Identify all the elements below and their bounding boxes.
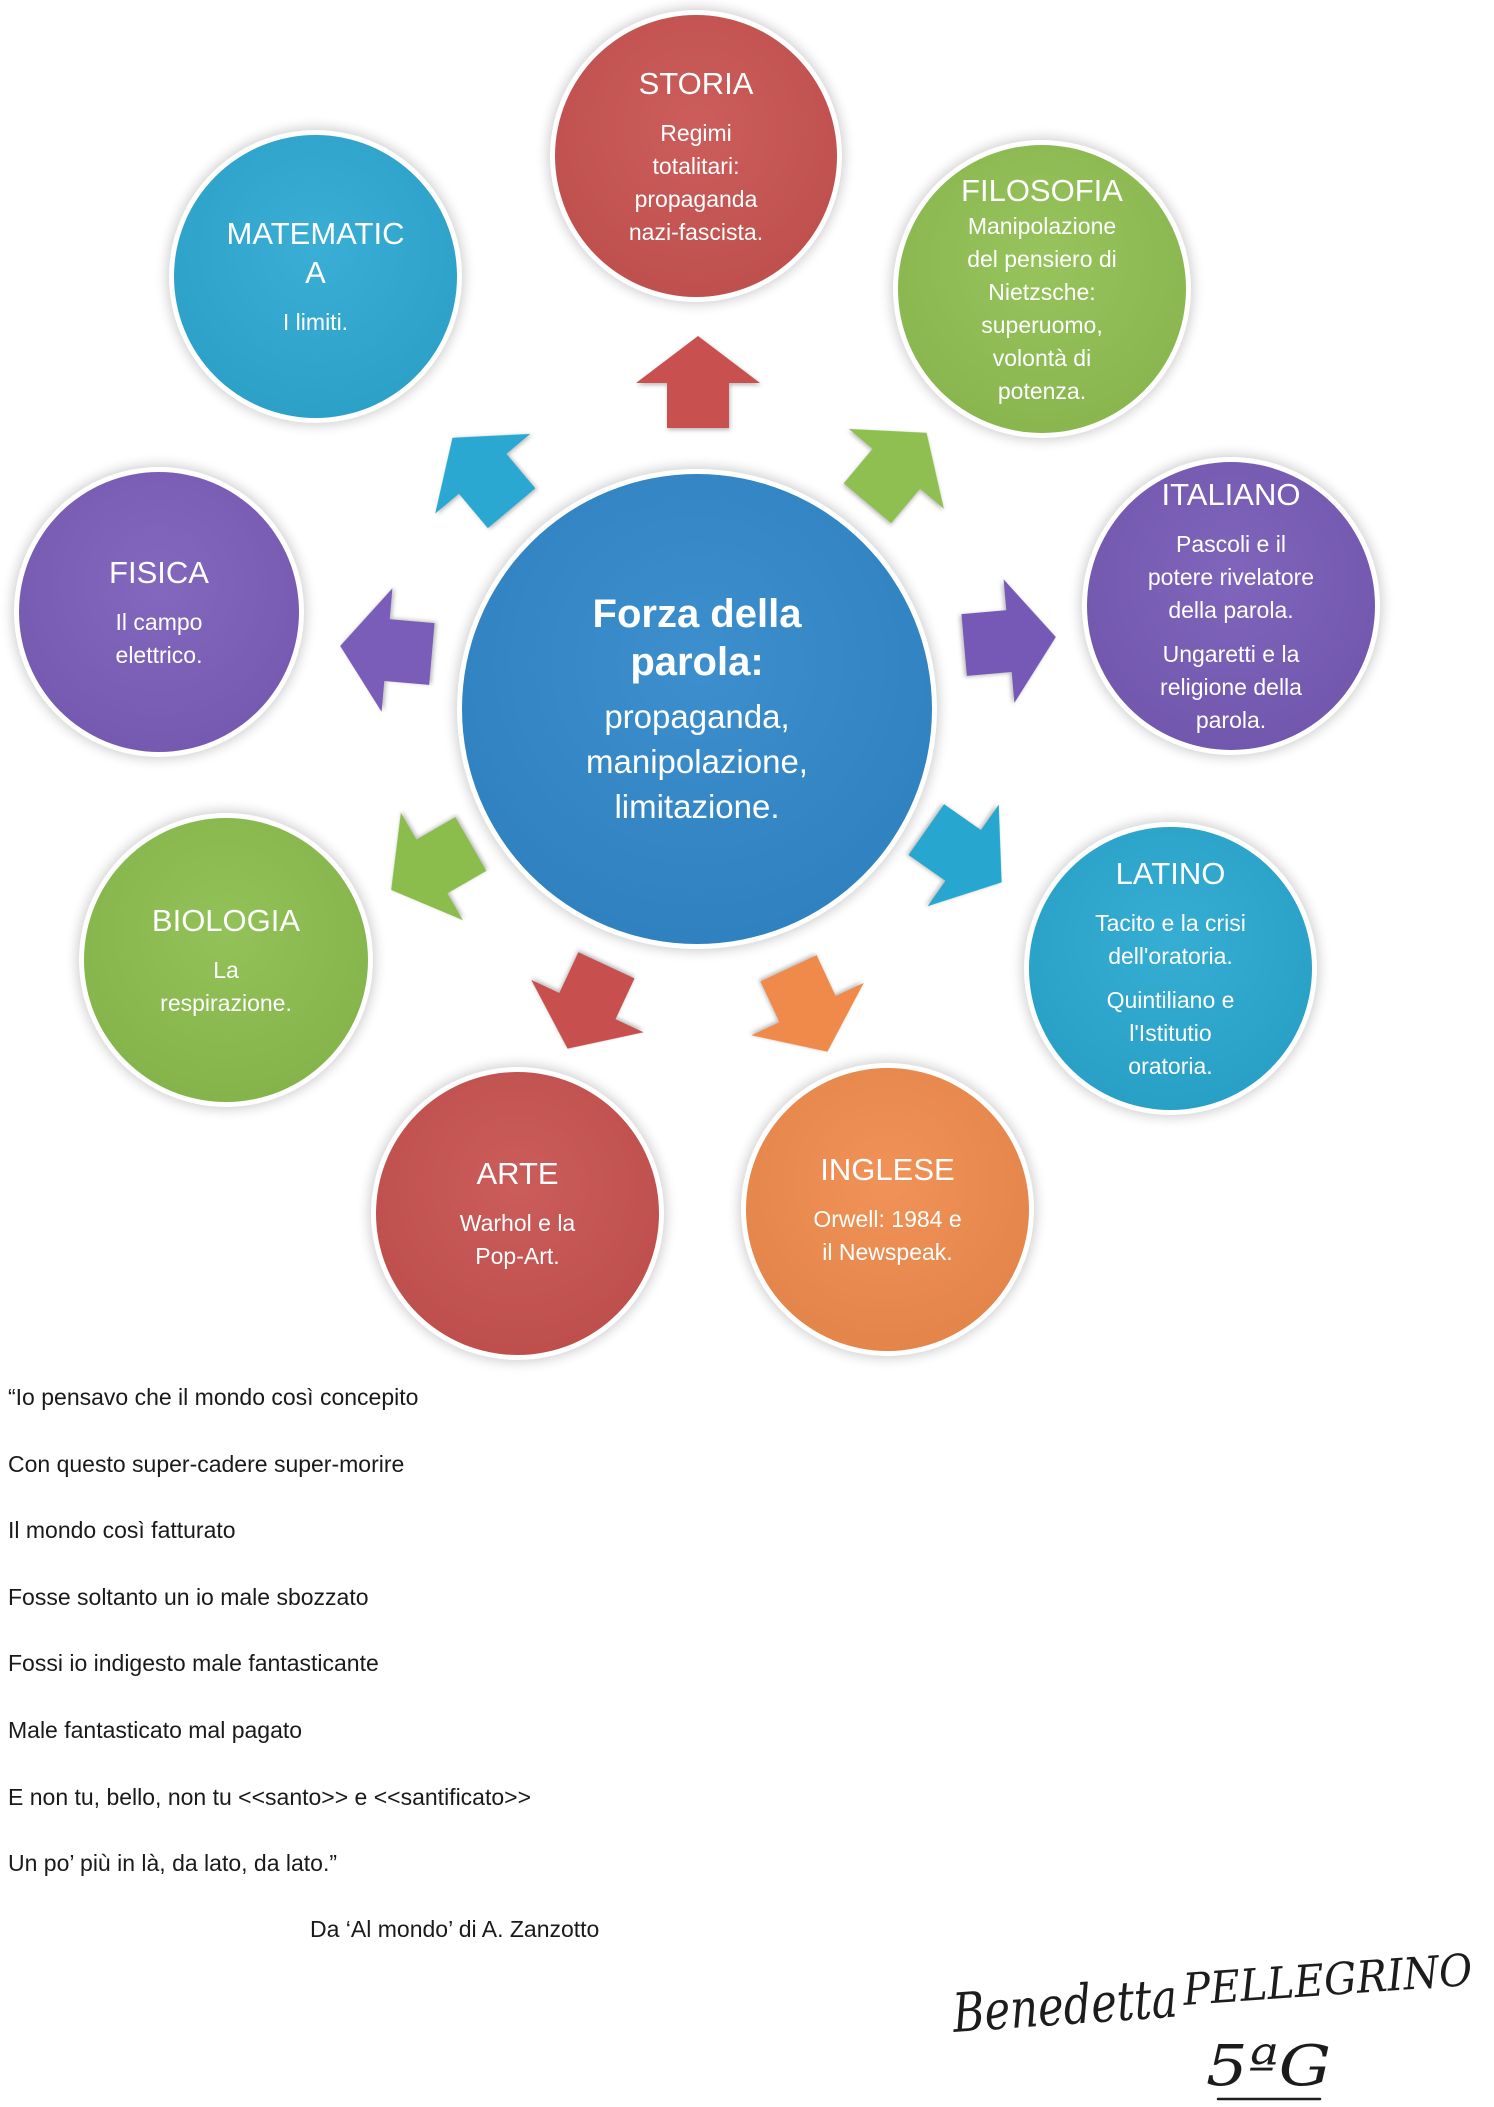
node-biologia-title: BIOLOGIA xyxy=(151,902,301,938)
node-latino-title: LATINO xyxy=(1115,856,1226,891)
central-concept-body: propaganda, manipolazione, limitazione. xyxy=(586,697,808,825)
node-latino-body-2: Quintiliano e l'Istitutio oratoria. xyxy=(1106,987,1235,1079)
arrow-to-storia xyxy=(636,336,760,428)
poem-line: Il mondo così fatturato xyxy=(8,1517,236,1544)
arrow-to-fisica xyxy=(340,588,435,712)
poem-line: Un po’ più in là, da lato, da lato.” xyxy=(8,1850,338,1877)
signature-first-name: Benedetta xyxy=(950,1966,1180,2045)
node-arte: ARTE Warhol e la Pop-Art. xyxy=(376,1072,659,1355)
arrow-to-inglese xyxy=(751,955,864,1052)
arrows-layer xyxy=(340,336,1056,1052)
node-italiano: ITALIANO Pascoli e il potere rivelatore … xyxy=(1087,462,1375,750)
node-matematica-title: MATEMATIC A xyxy=(226,216,405,290)
poem-line: E non tu, bello, non tu <<santo>> e <<sa… xyxy=(8,1783,532,1810)
node-inglese: INGLESE Orwell: 1984 e il Newspeak. xyxy=(746,1068,1029,1351)
node-italiano-body-2: Ungaretti e la religione della parola. xyxy=(1160,641,1302,733)
node-storia-title: STORIA xyxy=(638,65,754,101)
node-italiano-title: ITALIANO xyxy=(1161,477,1301,512)
poem-line: Male fantasticato mal pagato xyxy=(8,1716,303,1743)
node-fisica-title: FISICA xyxy=(109,554,209,590)
poem-line: Fossi io indigesto male fantasticante xyxy=(8,1650,379,1677)
arrow-to-arte xyxy=(531,952,644,1049)
central-concept-title: Forza della parola: xyxy=(592,591,802,684)
poem-line: Con questo super-cadere super-morire xyxy=(8,1450,405,1477)
node-latino-body: Tacito e la crisi dell'oratoria. xyxy=(1095,910,1246,969)
arrow-to-filosofia xyxy=(843,428,944,524)
poem-line: “Io pensavo che il mondo così concepito xyxy=(8,1384,419,1410)
node-inglese-body: Orwell: 1984 e il Newspeak. xyxy=(813,1206,962,1265)
poem-attribution: Da ‘Al mondo’ di A. Zanzotto xyxy=(310,1916,600,1942)
arrow-to-latino xyxy=(908,804,1002,907)
node-fisica-body: Il campo elettrico. xyxy=(115,608,203,668)
node-italiano-body: Pascoli e il potere rivelatore della par… xyxy=(1147,531,1315,623)
poem-line: Fosse soltanto un io male sbozzato xyxy=(8,1583,369,1610)
node-matematica: MATEMATIC A I limiti. xyxy=(174,135,457,418)
node-latino: LATINO Tacito e la crisi dell'oratoria. … xyxy=(1029,827,1312,1110)
poem: “Io pensavo che il mondo così concepito … xyxy=(8,1364,908,1897)
arrow-to-italiano xyxy=(961,579,1056,703)
node-storia-body: Regimi totalitari: propaganda nazi-fasci… xyxy=(628,119,764,245)
signature-class: 5ªG xyxy=(1206,2034,1331,2099)
node-biologia: BIOLOGIA La respirazione. xyxy=(84,818,368,1102)
node-arte-body: Warhol e la Pop-Art. xyxy=(459,1210,576,1269)
node-matematica-body: I limiti. xyxy=(282,309,349,335)
node-storia: STORIA Regimi totalitari: propaganda naz… xyxy=(555,15,837,297)
central-concept: Forza della parola: propaganda, manipola… xyxy=(462,474,932,944)
arrow-to-matematica xyxy=(435,433,536,529)
node-fisica: FISICA Il campo elettrico. xyxy=(19,472,299,752)
signature: Benedetta PELLEGRINO 5ªG xyxy=(950,1945,1474,2101)
node-filosofia: FILOSOFIA Manipolazione del pensiero di … xyxy=(898,145,1186,433)
node-inglese-title: INGLESE xyxy=(820,1152,955,1187)
signature-last-name: PELLEGRINO xyxy=(1180,1945,1474,2016)
node-filosofia-title: FILOSOFIA xyxy=(961,172,1123,208)
node-biologia-body: La respirazione. xyxy=(160,956,292,1016)
arrow-to-biologia xyxy=(391,812,487,921)
node-filosofia-body: Manipolazione del pensiero di Nietzsche:… xyxy=(967,212,1117,404)
node-arte-title: ARTE xyxy=(476,1156,559,1191)
